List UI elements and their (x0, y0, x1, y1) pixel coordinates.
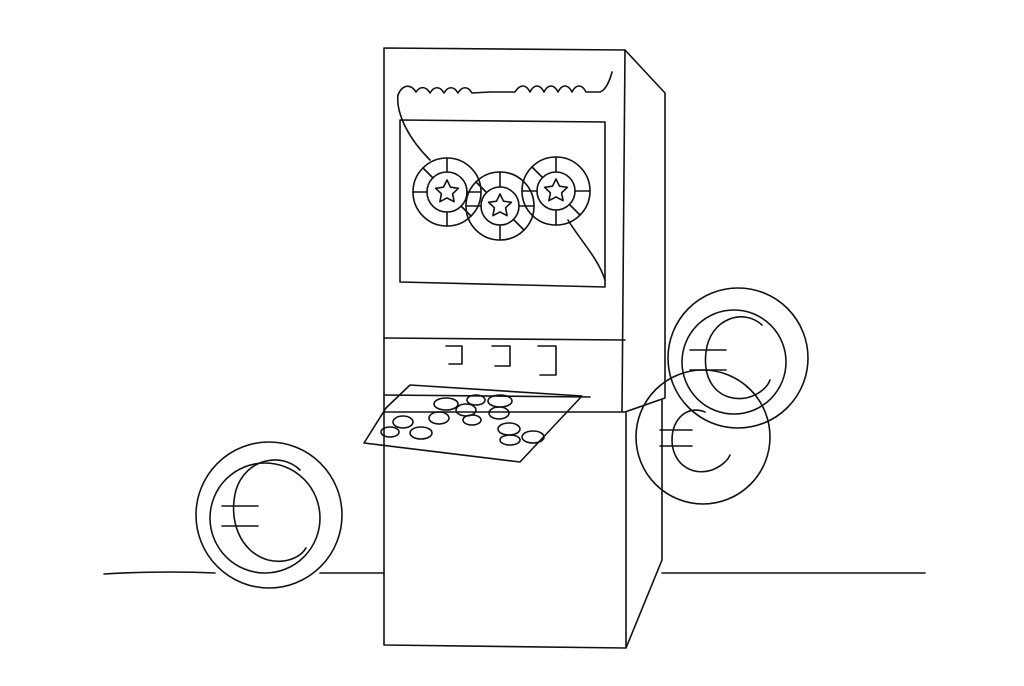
play-button (393, 416, 413, 428)
reel-right (522, 157, 590, 225)
reel-window (400, 120, 605, 287)
euro-icon (690, 317, 770, 399)
star-icon (545, 179, 568, 201)
control-buttons (381, 395, 544, 445)
cabinet-side-edge (622, 50, 625, 412)
reel-center (466, 172, 534, 240)
play-button (500, 435, 520, 445)
play-button (381, 427, 399, 437)
slot-opening (446, 346, 462, 364)
control-deck (364, 385, 582, 462)
slot-machine (364, 48, 665, 648)
play-button (434, 398, 458, 410)
ground-line (104, 572, 925, 574)
marquee-scribble (398, 72, 612, 95)
euro-icon (222, 460, 306, 561)
slot-opening (492, 346, 510, 366)
play-button (410, 427, 432, 439)
play-button (456, 404, 476, 416)
play-button (498, 423, 520, 435)
mid-panel (384, 338, 625, 397)
slot-opening (538, 346, 556, 375)
screen-wire (398, 95, 605, 280)
play-button (463, 415, 481, 425)
cabinet-base (384, 400, 662, 648)
reel-left (413, 158, 481, 226)
coin-left (196, 442, 342, 588)
play-button (489, 407, 509, 419)
play-button (467, 395, 485, 405)
coin-back-right (636, 370, 770, 504)
coin-front-right (668, 288, 808, 428)
euro-icon (660, 410, 730, 472)
play-button (522, 431, 544, 443)
star-icon (436, 180, 459, 202)
play-button (429, 412, 449, 424)
star-icon (489, 194, 512, 216)
